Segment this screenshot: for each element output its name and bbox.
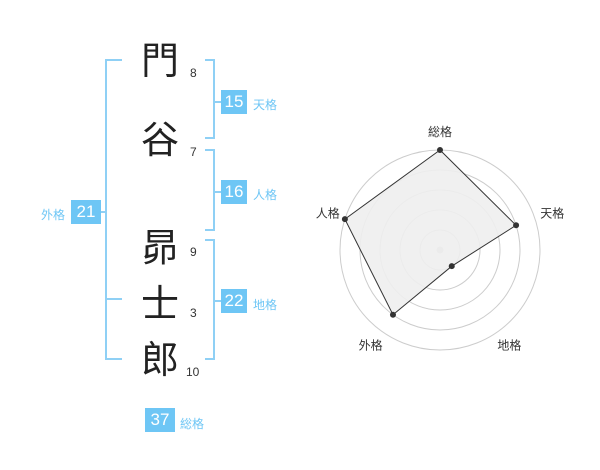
chikaku-value-badge: 22: [221, 289, 247, 313]
gaikaku-bracket-top: [105, 59, 122, 61]
radar-data-polygon: [344, 149, 517, 316]
radar-axis-label-2: 天格: [540, 206, 564, 221]
chikaku-bracket-connector: [215, 300, 221, 302]
stroke-count-5: 10: [186, 365, 200, 379]
gaikaku-bracket-connector: [101, 211, 105, 213]
gaikaku-bracket-bottom: [105, 358, 122, 360]
tenkaku-value-badge: 15: [221, 90, 247, 114]
chikaku-bracket-vertical: [213, 239, 215, 360]
jinkaku-bracket-bottom: [205, 229, 215, 231]
radar-axis-label-5: 人格: [316, 206, 340, 221]
radar-axis-label-1: 総格: [428, 124, 452, 139]
tenkaku-bracket-bottom: [205, 137, 215, 139]
stroke-count-4: 3: [190, 306, 197, 320]
tenkaku-label: 天格: [253, 98, 278, 112]
tenkaku-bracket-top: [205, 59, 215, 61]
jinkaku-bracket-connector: [215, 191, 221, 193]
stroke-count-2: 7: [190, 145, 197, 159]
gaikaku-label: 外格: [41, 208, 66, 222]
stroke-count-3: 9: [190, 245, 197, 259]
chikaku-bracket-bottom: [205, 358, 215, 360]
jinkaku-label: 人格: [253, 188, 278, 202]
name-char-5: 郎: [140, 338, 179, 382]
chikaku-bracket-top: [205, 239, 215, 241]
tenkaku-bracket-vertical: [213, 59, 215, 139]
tenkaku-bracket-connector: [215, 101, 221, 103]
soukaku-value-badge: 37: [145, 408, 175, 432]
soukaku-label: 総格: [180, 417, 205, 431]
radar-axis-label-3: 地格: [497, 337, 521, 352]
gaikaku-bracket-split: [105, 298, 122, 300]
radar-point-3: [448, 263, 455, 270]
jinkaku-bracket-top: [205, 149, 215, 151]
radar-point-5: [341, 216, 348, 223]
stroke-count-1: 8: [190, 66, 197, 80]
jinkaku-value-badge: 16: [221, 180, 247, 204]
radar-point-4: [389, 311, 396, 318]
gaikaku-value-badge: 21: [71, 200, 101, 224]
name-char-3: 昴: [140, 226, 179, 270]
radar-point-2: [513, 222, 520, 229]
radar-axis-label-4: 外格: [359, 337, 383, 352]
name-char-4: 士: [140, 282, 179, 326]
radar-data-points: [341, 147, 520, 318]
name-char-1: 門: [140, 39, 179, 83]
jinkaku-bracket-vertical: [213, 149, 215, 231]
chikaku-label: 地格: [253, 298, 278, 312]
radar-point-1: [437, 147, 443, 153]
gaikaku-bracket-vertical: [105, 59, 107, 360]
name-char-2: 谷: [140, 118, 179, 162]
